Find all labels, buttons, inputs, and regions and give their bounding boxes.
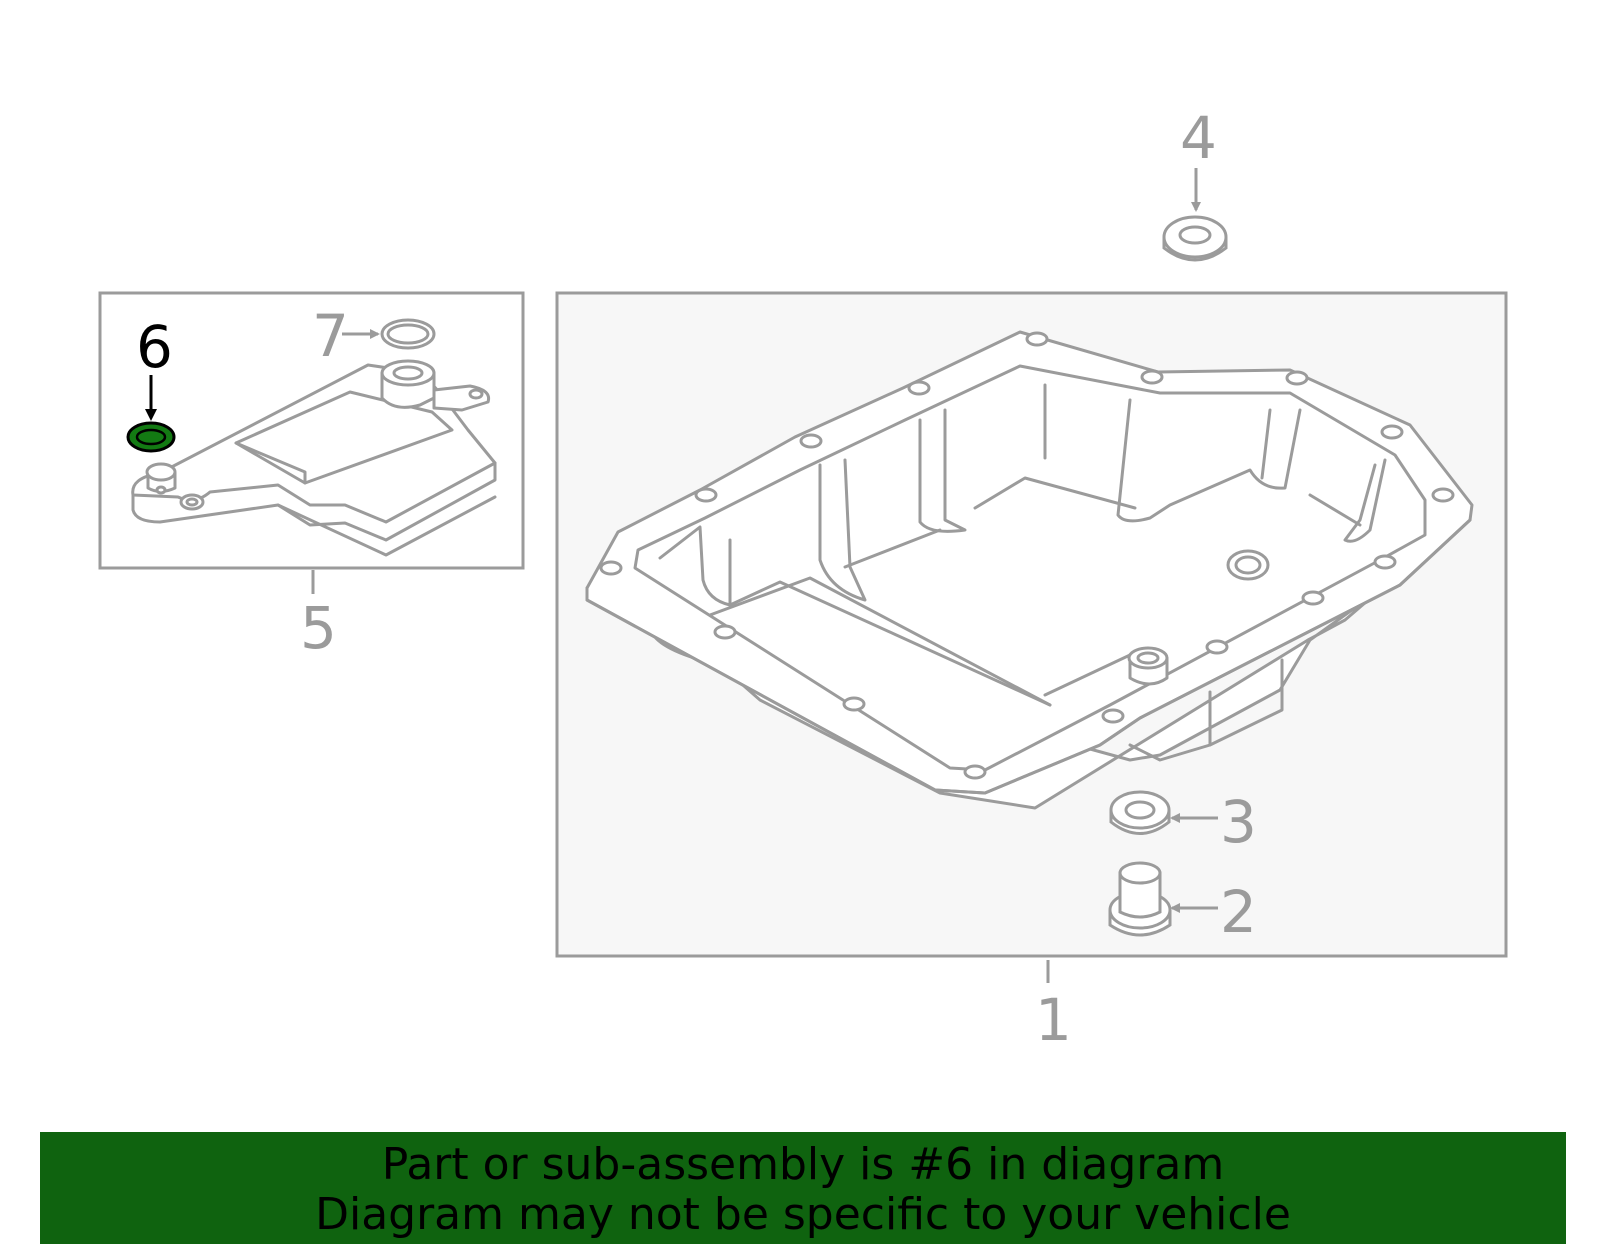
part-6-seal-highlighted[interactable]: [126, 421, 176, 453]
banner-line-1: Part or sub-assembly is #6 in diagram: [381, 1139, 1225, 1190]
part-4-washer-drawing: [1162, 215, 1228, 262]
oil-pan-bolt-holes: [599, 331, 1455, 780]
transmission-filter-drawing: [131, 359, 497, 557]
callout-3-label: 3: [1220, 788, 1257, 856]
callout-5-label: 5: [300, 594, 337, 662]
callout-7-label: 7: [312, 302, 349, 370]
callout-6-label: 6: [136, 313, 173, 381]
callout-4-label: 4: [1180, 104, 1217, 172]
callout-2-label: 2: [1220, 878, 1257, 946]
banner-line-2: Diagram may not be specific to your vehi…: [315, 1189, 1291, 1240]
info-banner: Part or sub-assembly is #6 in diagram Di…: [40, 1132, 1566, 1244]
part-2-drain-plug-drawing: [1108, 861, 1172, 937]
callout-1-label: 1: [1035, 986, 1072, 1054]
part-3-washer-drawing: [1109, 790, 1171, 835]
part-7-seal-drawing: [380, 318, 436, 350]
